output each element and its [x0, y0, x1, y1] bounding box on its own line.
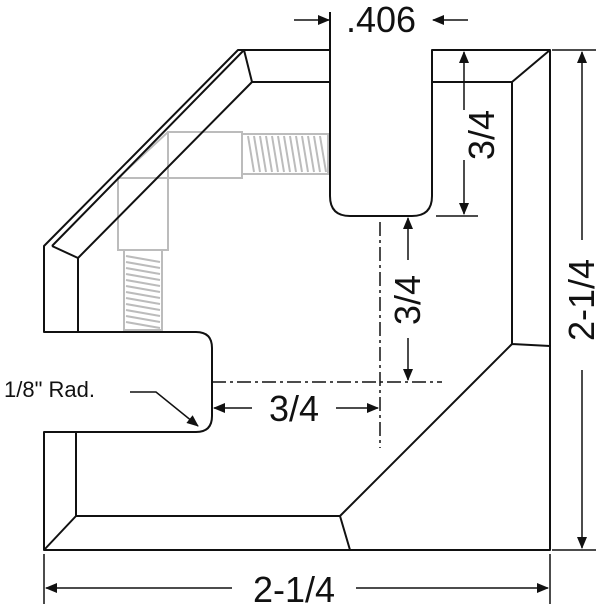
- ghost-clamp-hardware: [117, 131, 329, 331]
- label-radius: 1/8" Rad.: [4, 377, 95, 402]
- clamp-inner-bevel: [43, 49, 551, 551]
- label-overall-width: 2-1/4: [253, 569, 335, 610]
- ghost-horizontal-threads: [247, 135, 327, 173]
- clamp-body: [43, 12, 551, 551]
- ghost-vertical-threads: [125, 255, 161, 329]
- label-horizontal-offset: 3/4: [269, 388, 319, 429]
- label-top-width: .406: [346, 0, 416, 40]
- ghost-vertical-rod: [123, 249, 163, 331]
- clamp-outer-outline: [43, 12, 551, 551]
- label-vertical-offset: 3/4: [387, 275, 428, 325]
- label-overall-height: 2-1/4: [561, 259, 600, 341]
- radius-leader: [130, 391, 199, 427]
- ghost-block-side: [117, 177, 169, 251]
- ghost-horizontal-rod: [241, 133, 329, 175]
- centerlines: [212, 222, 442, 448]
- dimension-lines: [43, 15, 596, 604]
- label-slot-depth: 3/4: [461, 110, 502, 160]
